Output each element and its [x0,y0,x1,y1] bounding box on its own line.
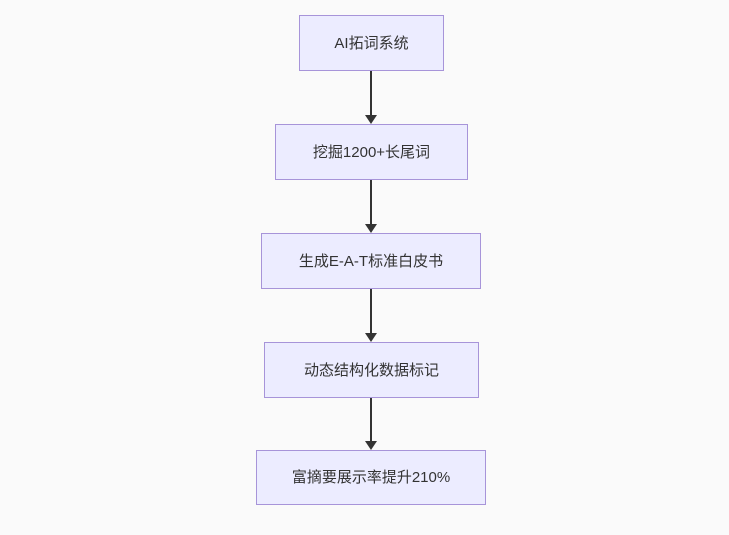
arrow-line [370,289,372,333]
arrow-line [370,398,372,441]
flow-node-rich-snippet-rate: 富摘要展示率提升210% [256,450,486,505]
arrowhead-down-icon [365,115,377,124]
flow-node-label: AI拓词系统 [334,34,409,52]
flow-node-label: 动态结构化数据标记 [303,361,439,379]
flow-node-label: 富摘要展示率提升210% [291,469,451,486]
flow-node-label: 挖掘1200+长尾词 [312,143,431,161]
arrow-line [370,71,372,115]
flow-node-eat-whitepaper: 生成E-A-T标准白皮书 [261,233,481,289]
flow-node-longtail-keywords: 挖掘1200+长尾词 [275,124,468,180]
flow-arrow [365,180,377,233]
flow-arrow [365,71,377,124]
flow-node-ai-expansion-system: AI拓词系统 [299,15,444,71]
arrowhead-down-icon [365,333,377,342]
flow-arrow [365,289,377,342]
flow-node-label: 生成E-A-T标准白皮书 [298,252,444,270]
arrowhead-down-icon [365,224,377,233]
arrow-line [370,180,372,224]
flow-node-structured-data-markup: 动态结构化数据标记 [264,342,479,398]
flow-arrow [365,398,377,450]
arrowhead-down-icon [365,441,377,450]
